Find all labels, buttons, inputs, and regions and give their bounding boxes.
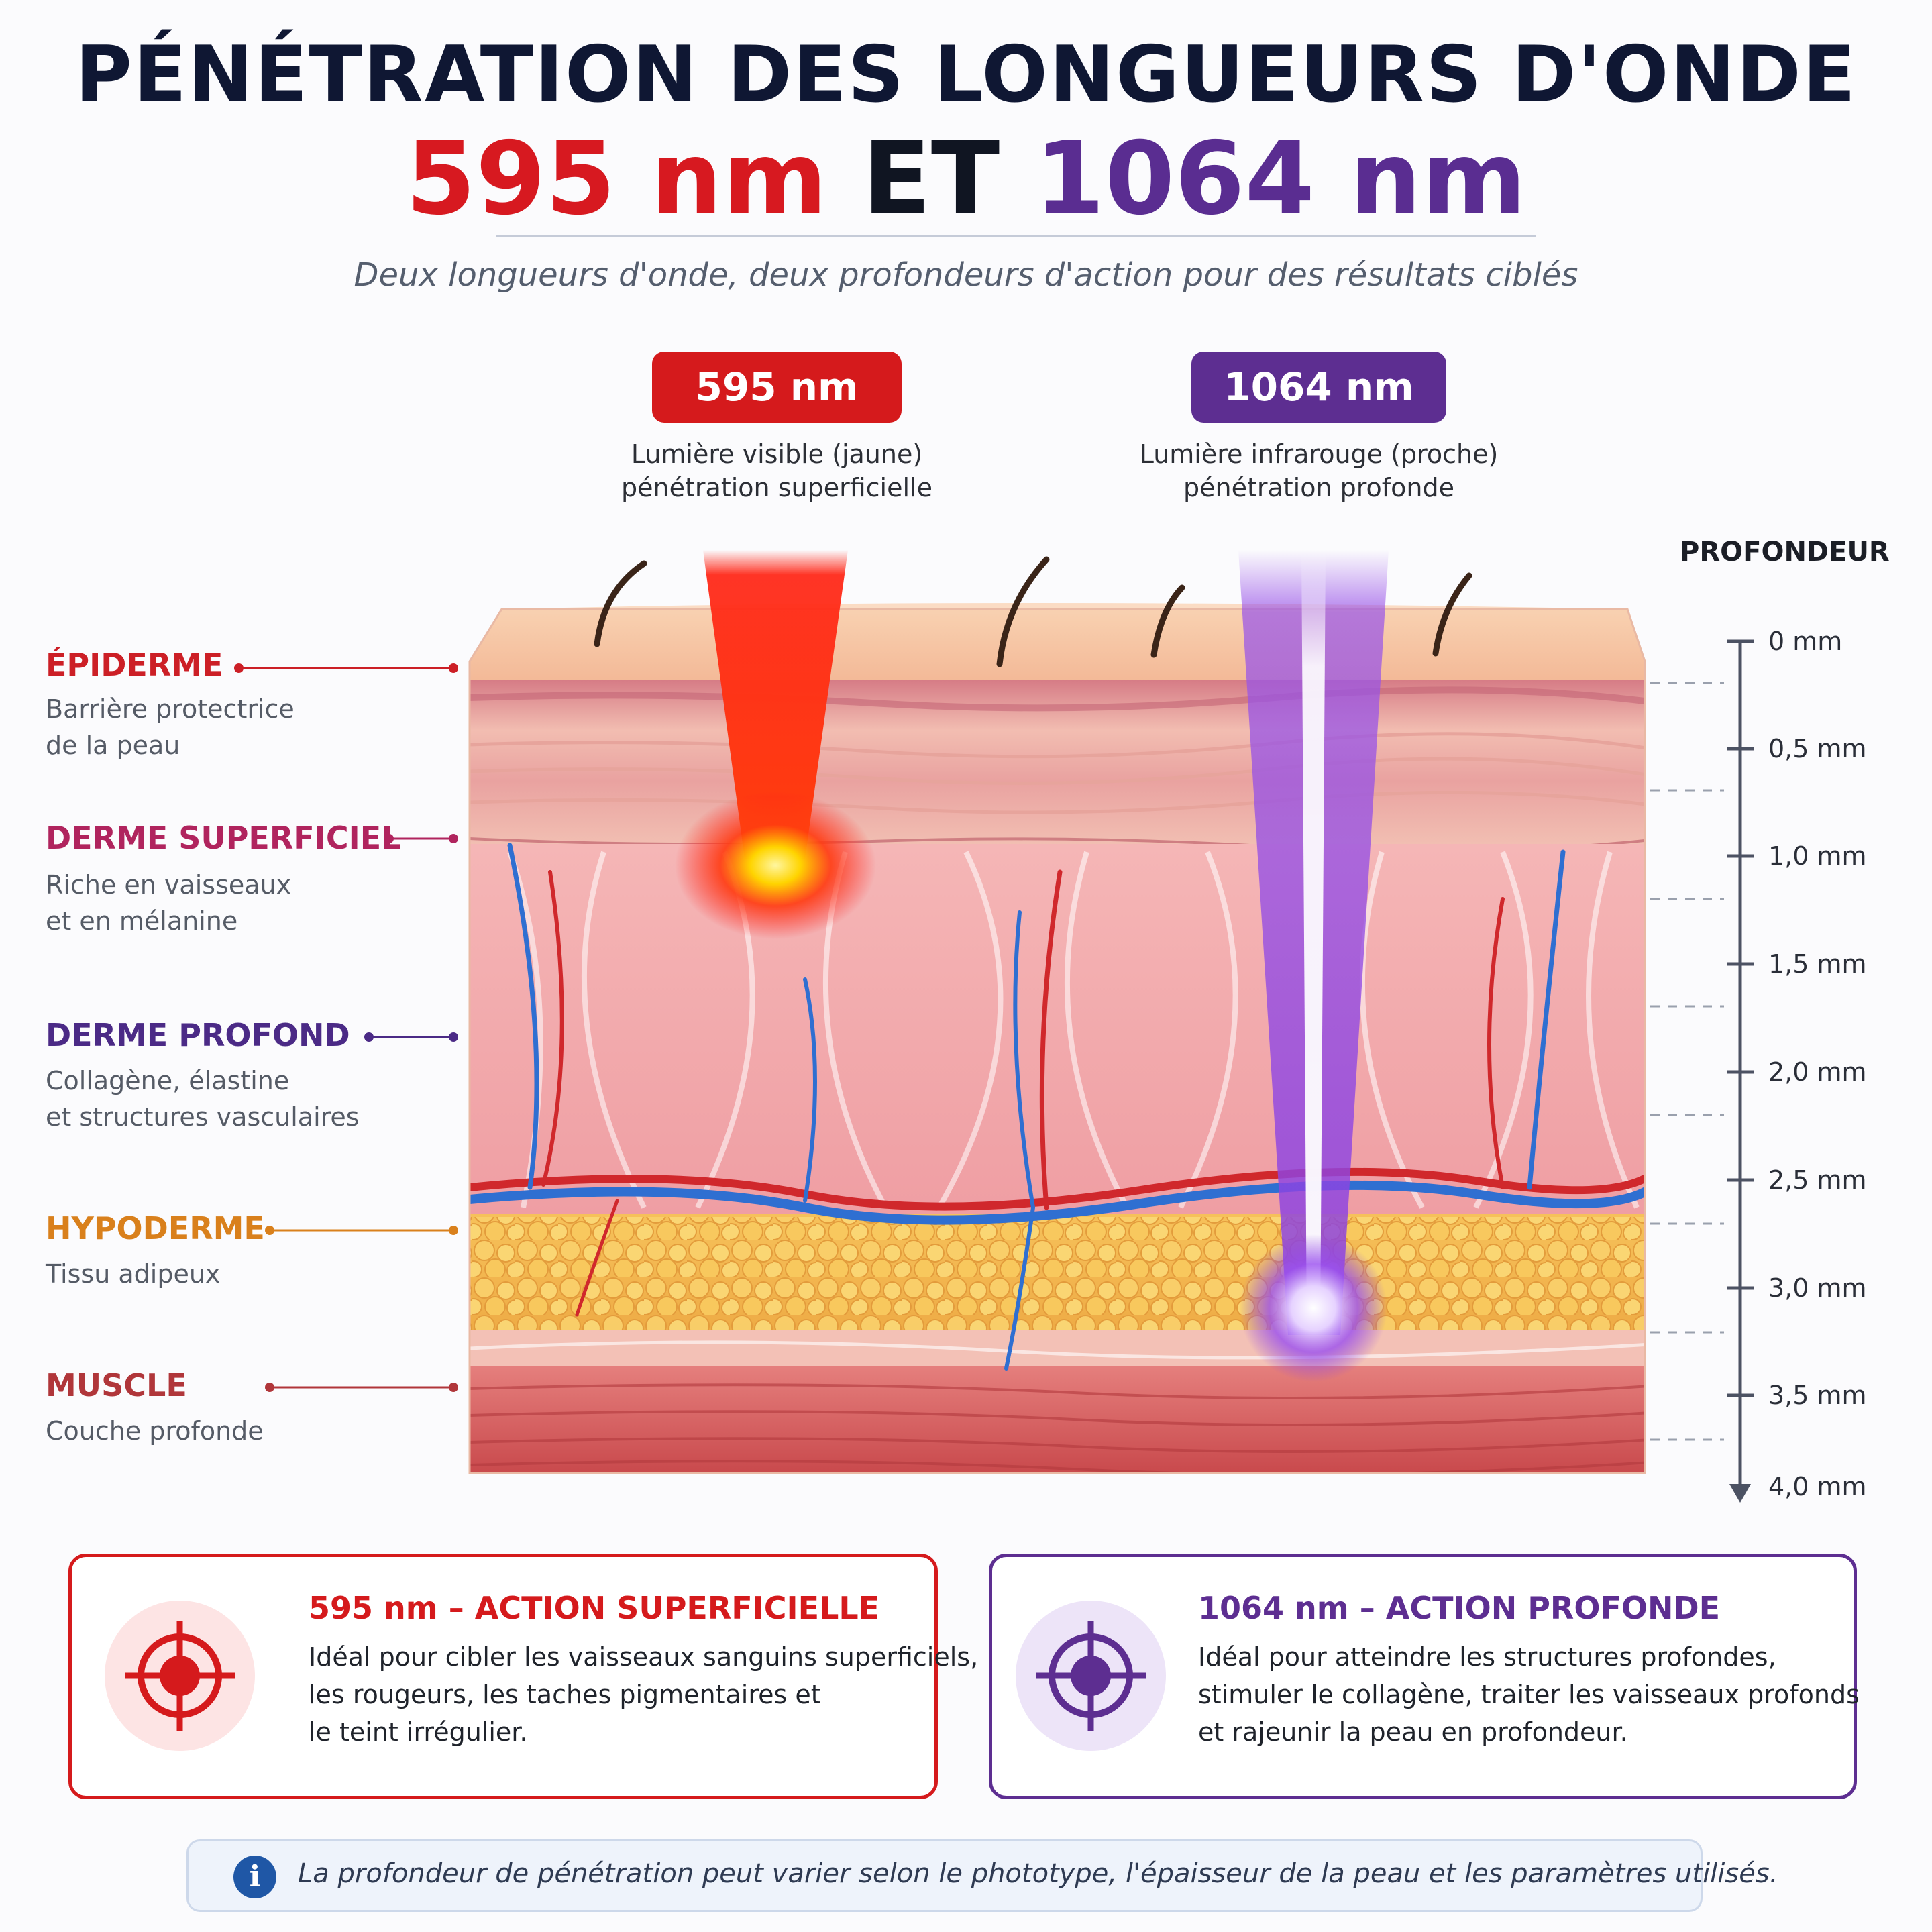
info-note <box>186 1839 1703 1912</box>
beam-595-description: Lumière visible (jaune) pénétration supe… <box>621 439 932 502</box>
target-icon <box>105 1601 255 1751</box>
depth-tick: 2,5 mm <box>1768 1165 1867 1195</box>
label-epidermis: ÉPIDERME <box>46 647 223 683</box>
beam-595nm <box>675 550 876 939</box>
depth-tick: 0,5 mm <box>1768 734 1867 763</box>
depth-tick: 0 mm <box>1768 627 1843 656</box>
depth-tick: 4,0 mm <box>1768 1472 1867 1501</box>
label-superficial-dermis: DERME SUPERFICIEL <box>46 820 401 856</box>
layer-leaders <box>234 663 458 1392</box>
info-note-text: La profondeur de pénétration peut varier… <box>298 1858 1778 1889</box>
desc-muscle: Couche profonde <box>46 1416 264 1446</box>
skin-cross-section <box>234 550 1754 1503</box>
card-595-title: 595 nm – ACTION SUPERFICIELLE <box>309 1590 880 1626</box>
badge-595nm: 595 nm <box>652 352 902 423</box>
card-1064-title: 1064 nm – ACTION PROFONDE <box>1198 1590 1721 1626</box>
card-1064-text: Idéal pour atteindre les structures prof… <box>1198 1642 1860 1747</box>
title-and: ET <box>862 121 1000 237</box>
depth-tick: 3,5 mm <box>1768 1381 1867 1410</box>
depth-scale-title: PROFONDEUR <box>1680 537 1890 568</box>
label-muscle: MUSCLE <box>46 1367 187 1403</box>
depth-tick: 2,0 mm <box>1768 1057 1867 1087</box>
depth-tick: 1,5 mm <box>1768 949 1867 979</box>
page-title: PÉNÉTRATION DES LONGUEURS D'ONDE <box>74 30 1858 120</box>
hairs <box>594 556 1472 667</box>
title-divider <box>496 235 1536 237</box>
depth-scale <box>1650 639 1754 1503</box>
desc-hypodermis: Tissu adipeux <box>46 1259 221 1289</box>
label-hypodermis: HYPODERME <box>46 1210 265 1246</box>
label-deep-dermis: DERME PROFOND <box>46 1017 350 1053</box>
depth-tick: 1,0 mm <box>1768 841 1867 871</box>
title-wavelength-595: 595 nm <box>405 121 828 237</box>
title-wavelength-1064: 1064 nm <box>1034 121 1527 237</box>
target-icon <box>1016 1601 1166 1751</box>
depth-tick: 3,0 mm <box>1768 1273 1867 1303</box>
wavelength-title: 595 nm ET 1064 nm <box>0 121 1932 237</box>
badge-1064nm: 1064 nm <box>1191 352 1446 423</box>
info-icon: i <box>233 1856 276 1898</box>
epidermis-layer <box>470 609 1645 684</box>
subtitle: Deux longueurs d'onde, deux profondeurs … <box>354 256 1578 294</box>
card-595-text: Idéal pour cibler les vaisseaux sanguins… <box>309 1642 979 1747</box>
deep-dermis-layer <box>470 844 1645 1217</box>
beam-1064-description: Lumière infrarouge (proche) pénétration … <box>1139 439 1499 502</box>
beam-1064nm <box>1238 550 1389 1382</box>
